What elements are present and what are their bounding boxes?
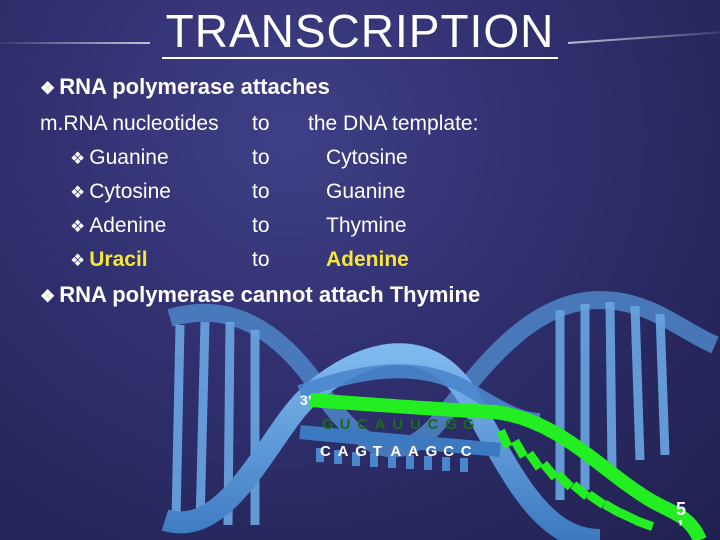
bullet-icon: ❖: [70, 217, 86, 236]
rna-base-letter: A: [375, 416, 386, 433]
slide-title: TRANSCRIPTION: [0, 4, 720, 59]
bullet-rna-polymerase-attaches: ❖RNA polymerase attaches: [40, 74, 330, 99]
dna-base-letter: A: [408, 443, 419, 460]
label-5-prime: 5: [676, 499, 686, 519]
rna-base-letter: G: [445, 416, 457, 433]
pair-mrna-cytosine: ❖Cytosine: [70, 180, 171, 203]
pair-to: to: [252, 146, 270, 169]
bullet-icon: ❖: [70, 251, 86, 270]
dna-base-letter: C: [443, 443, 454, 460]
title-rule-left: [0, 42, 150, 44]
pair-mrna-adenine: ❖Adenine: [70, 214, 167, 237]
dna-base-letter: G: [355, 443, 367, 460]
dna-base-letter: C: [461, 443, 472, 460]
dna-base-letter: A: [338, 443, 349, 460]
pair-dna-guanine: Guanine: [326, 180, 406, 203]
pair-to: to: [252, 214, 270, 237]
dna-template-strand: [299, 425, 501, 457]
dna-front-strand: [161, 343, 601, 540]
pair-mrna-uracil: ❖Uracil: [70, 248, 148, 271]
rna-base-letter: G: [322, 416, 334, 433]
bullet-icon: ❖: [70, 183, 86, 202]
dna-back-strand: [167, 290, 719, 458]
dna-base-letter: G: [426, 443, 438, 460]
label-3-prime: 3’: [300, 392, 312, 408]
rna-base-letter: G: [463, 416, 475, 433]
dna-base-letter: C: [320, 443, 331, 460]
bullet-cannot-attach-thymine: ❖RNA polymerase cannot attach Thymine: [40, 282, 481, 307]
label-5-prime-mark: ’: [678, 517, 683, 537]
bullet-icon: ❖: [40, 287, 56, 306]
pair-dna-cytosine: Cytosine: [326, 146, 408, 169]
dna-base-letter: A: [390, 443, 401, 460]
header-dna-template: the DNA template:: [308, 112, 479, 135]
header-mrna: m.RNA nucleotides: [40, 112, 219, 135]
dna-base-letter: T: [373, 443, 382, 460]
rna-strand: [309, 393, 707, 540]
pair-to: to: [252, 248, 270, 271]
rna-base-letter: U: [410, 416, 421, 433]
bullet-icon: ❖: [40, 79, 56, 98]
dna-rungs: [171, 301, 670, 526]
header-to: to: [252, 112, 270, 135]
template-bases: [316, 448, 468, 472]
pair-mrna-guanine: ❖Guanine: [70, 146, 169, 169]
rna-bases: [496, 428, 655, 531]
rna-base-letter: U: [340, 416, 351, 433]
rna-base-letter: U: [392, 416, 403, 433]
pair-dna-adenine: Adenine: [326, 248, 409, 271]
bullet-icon: ❖: [70, 149, 86, 168]
rna-base-letter: C: [357, 416, 368, 433]
pair-dna-thymine: Thymine: [326, 214, 407, 237]
rna-base-letter: C: [428, 416, 439, 433]
pair-to: to: [252, 180, 270, 203]
